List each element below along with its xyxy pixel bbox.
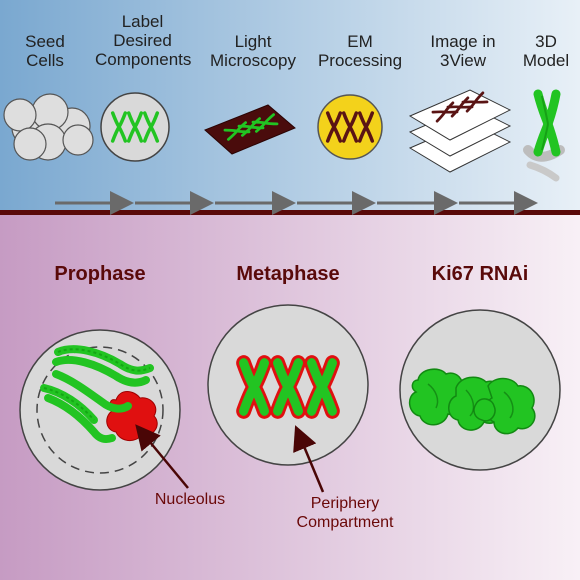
seed-cells-icon [3, 93, 94, 161]
image-stack-icon [408, 89, 512, 173]
labeled-cell-icon [100, 92, 170, 162]
annotation-nucleolus: Nucleolus [154, 491, 226, 508]
step-label-image-3view: Image in 3View [430, 32, 496, 70]
step-label-em-processing: EM Processing [317, 32, 403, 70]
em-processing-icon [317, 94, 383, 160]
metaphase-chromosomes [244, 363, 333, 411]
phase-title-metaphase: Metaphase [236, 263, 340, 285]
prophase-chromosomes [40, 345, 154, 444]
light-microscopy-slide-icon [204, 104, 296, 155]
prophase-cell [19, 329, 181, 491]
3d-model-icon [523, 89, 565, 182]
nucleolus-arrow [135, 424, 189, 489]
periphery-arrow [293, 425, 325, 493]
phase-title-ki67-rnai: Ki67 RNAi [431, 263, 529, 285]
step-label-seed-cells: Seed Cells [25, 32, 65, 70]
nuclear-envelope [36, 346, 164, 474]
metaphase-cell [207, 304, 369, 466]
step-label-label-components: Label Desired Components [95, 12, 192, 69]
ki67-rnai-cell [399, 309, 561, 471]
annotation-periphery-compartment: Periphery Compartment [296, 495, 394, 531]
ki67-chromosome-clumps [408, 368, 536, 435]
step-label-light-microscopy: Light Microscopy [210, 32, 296, 70]
step-label-3d-model: 3D Model [522, 32, 570, 70]
phase-title-prophase: Prophase [54, 263, 146, 285]
section-divider [0, 210, 580, 215]
